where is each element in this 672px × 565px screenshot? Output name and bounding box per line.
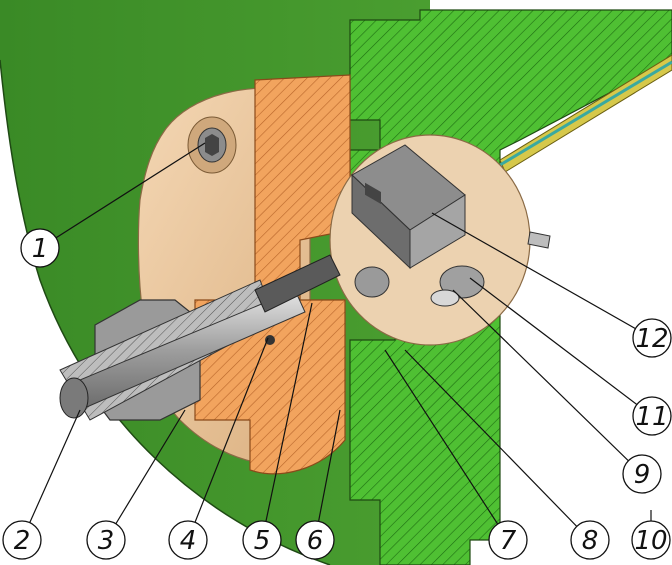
leader-line-12 bbox=[431, 212, 653, 339]
callout-circle-9 bbox=[622, 454, 662, 494]
callout-1: 1 bbox=[20, 142, 206, 268]
callout-label-2: 2 bbox=[14, 526, 31, 556]
callout-label-4: 4 bbox=[180, 526, 197, 556]
callout-5: 5 bbox=[242, 302, 313, 560]
leader-line-8 bbox=[404, 349, 591, 541]
callout-circle-5 bbox=[242, 520, 282, 560]
callout-label-6: 6 bbox=[307, 526, 324, 556]
tube-end bbox=[59, 377, 89, 419]
callout-label-9: 9 bbox=[634, 460, 651, 490]
leader-line-6 bbox=[314, 409, 341, 541]
callout-label-8: 8 bbox=[582, 526, 599, 556]
callout-circle-2 bbox=[2, 520, 42, 560]
callout-9: 9 bbox=[452, 289, 662, 494]
housing-edge-line bbox=[0, 59, 331, 565]
tube-inner bbox=[499, 60, 672, 167]
callout-6: 6 bbox=[295, 409, 341, 560]
callout-8: 8 bbox=[404, 349, 610, 560]
hex-socket bbox=[205, 134, 219, 156]
callout-circle-12 bbox=[632, 318, 672, 358]
callout-circle-8 bbox=[570, 520, 610, 560]
callout-label-7: 7 bbox=[500, 526, 517, 556]
callout-2: 2 bbox=[2, 409, 81, 560]
leader-line-7 bbox=[384, 349, 509, 541]
sleeve bbox=[254, 254, 341, 313]
callout-10: 10 bbox=[631, 510, 671, 560]
callout-12: 12 bbox=[431, 212, 672, 358]
callout-label-5: 5 bbox=[254, 526, 271, 556]
callout-circle-1 bbox=[20, 228, 60, 268]
callout-3: 3 bbox=[86, 409, 186, 560]
callout-circle-11 bbox=[632, 396, 672, 436]
leader-line-5 bbox=[261, 302, 313, 541]
terminal-block bbox=[351, 144, 466, 270]
side-pin bbox=[527, 231, 551, 249]
orange-seal bbox=[265, 335, 275, 345]
leader-line-1 bbox=[39, 142, 206, 249]
callout-label-12: 12 bbox=[635, 324, 668, 354]
screw-head-small bbox=[354, 266, 390, 298]
feedthrough-pin bbox=[430, 289, 460, 307]
callout-circle-7 bbox=[488, 520, 528, 560]
callout-circle-4 bbox=[168, 520, 208, 560]
leader-line-4 bbox=[187, 337, 269, 541]
callout-11: 11 bbox=[469, 277, 672, 436]
callout-circle-3 bbox=[86, 520, 126, 560]
leader-line-2 bbox=[21, 409, 81, 541]
callout-circle-6 bbox=[295, 520, 335, 560]
callout-label-1: 1 bbox=[32, 234, 49, 264]
callout-4: 4 bbox=[168, 337, 269, 560]
leader-line-9 bbox=[452, 289, 643, 475]
callout-label-10: 10 bbox=[634, 526, 667, 556]
leader-line-3 bbox=[105, 409, 186, 541]
callout-label-3: 3 bbox=[98, 526, 115, 556]
callout-7: 7 bbox=[384, 349, 528, 560]
callout-circle-10 bbox=[631, 520, 671, 560]
leader-line-11 bbox=[469, 277, 653, 417]
callout-label-11: 11 bbox=[635, 402, 668, 432]
